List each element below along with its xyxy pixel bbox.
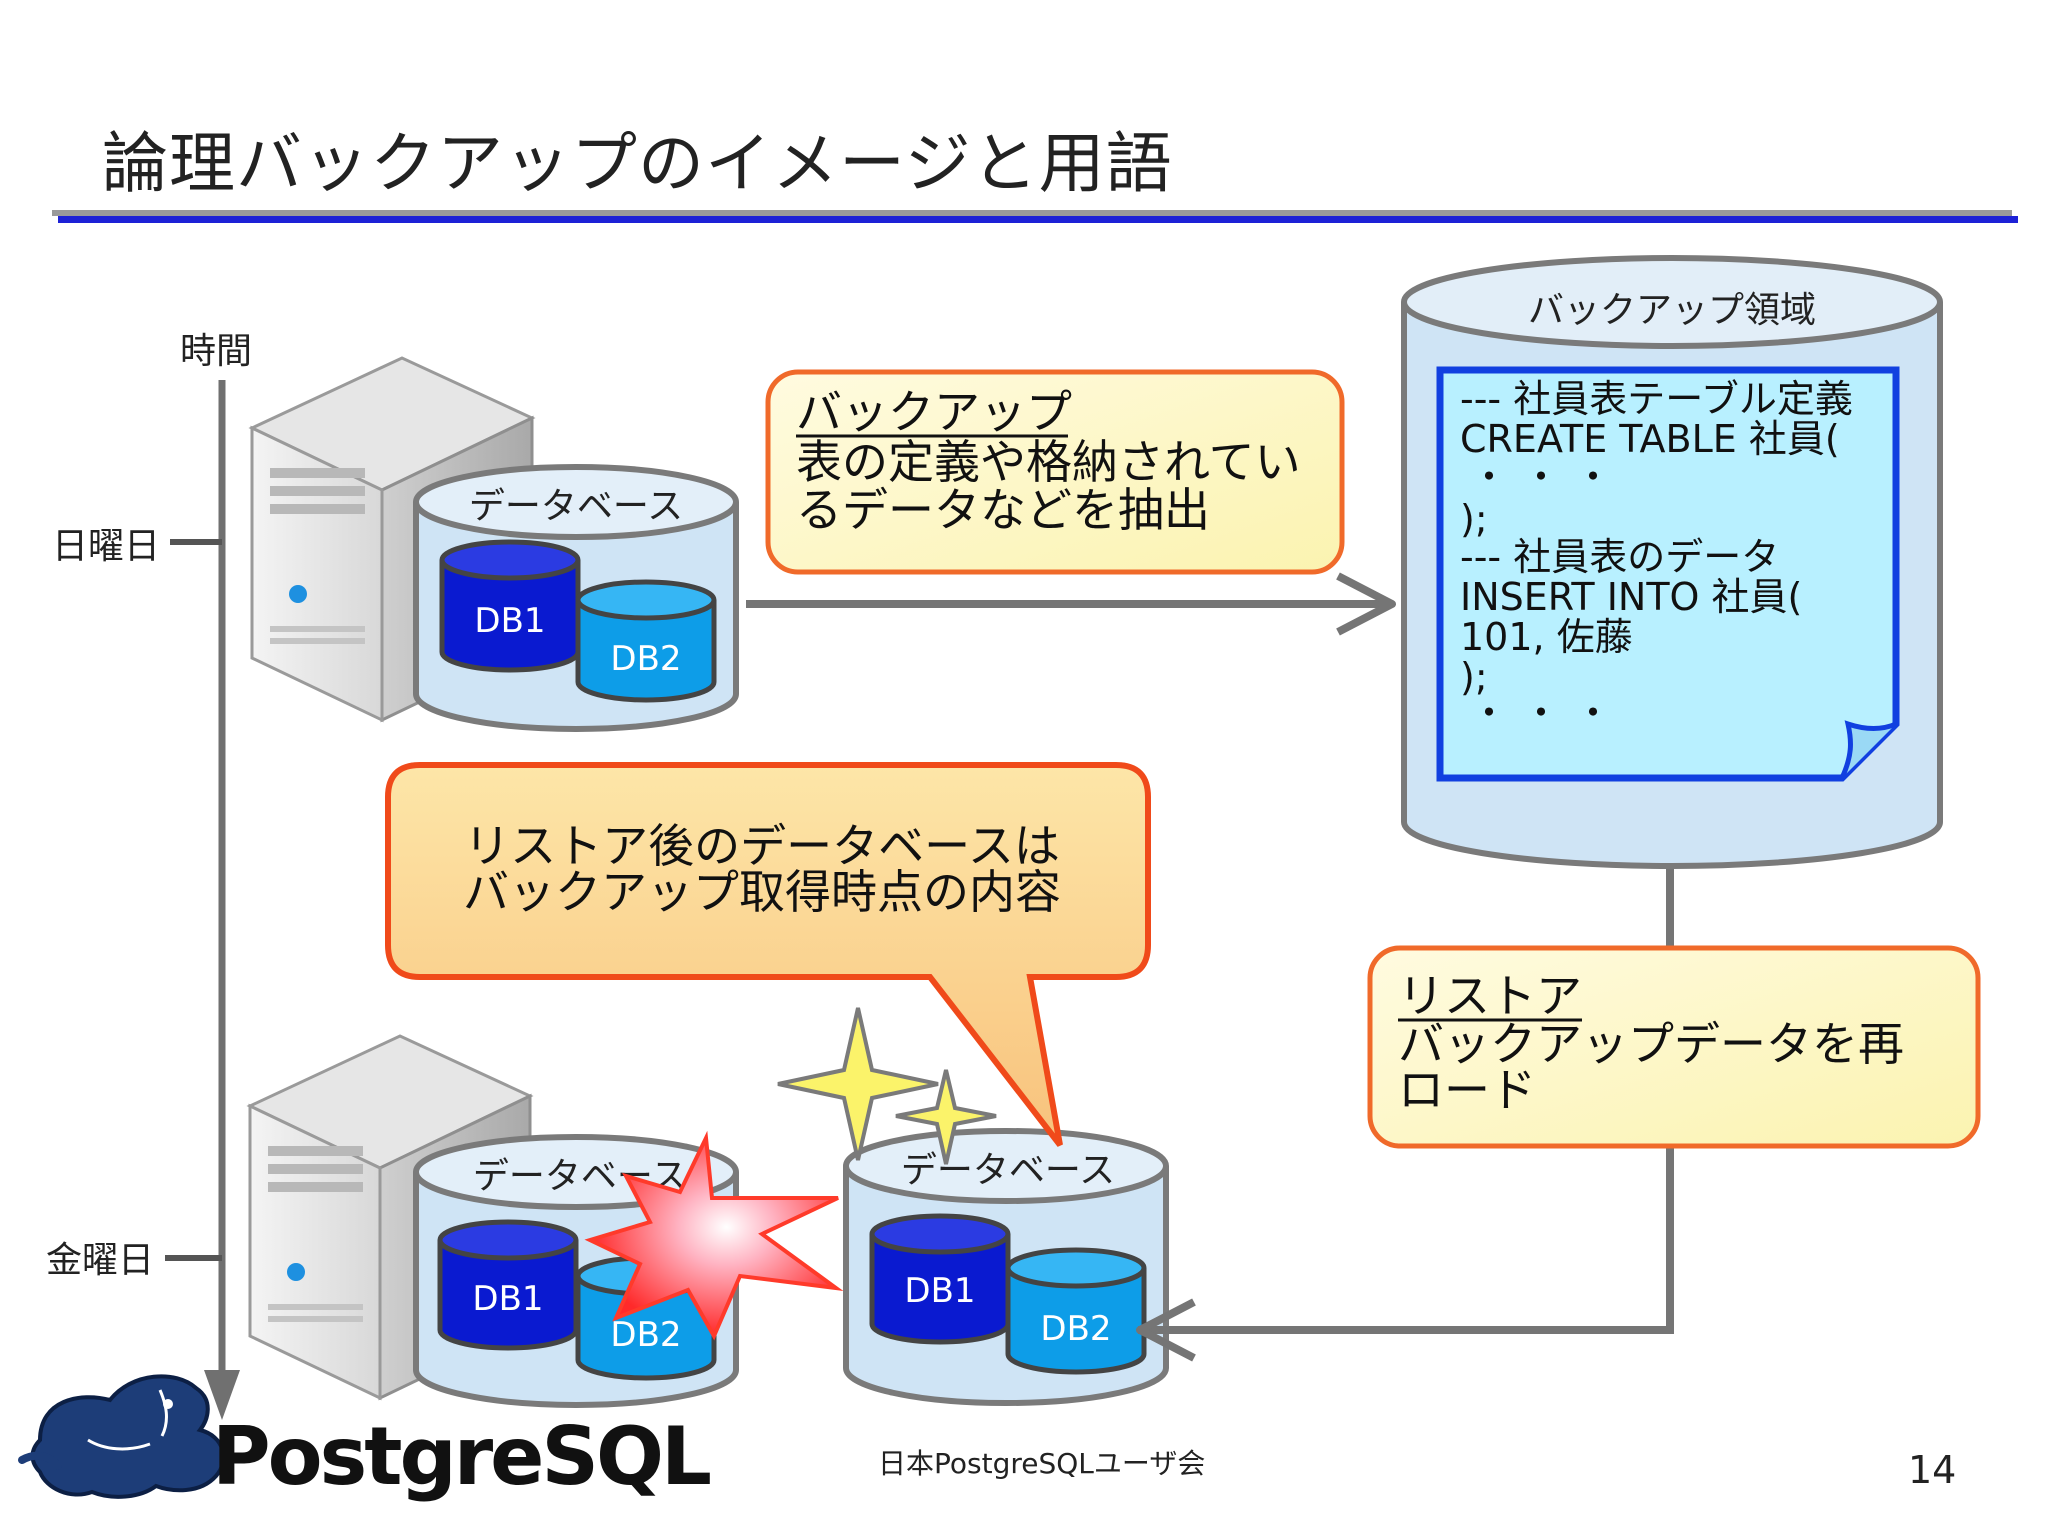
database-label: データベース [469, 486, 683, 527]
note-line: 101, 佐藤 [1460, 615, 1633, 659]
db2-cylinder [1005, 1247, 1147, 1375]
sparkle-icon [895, 1069, 997, 1165]
note-line: ); [1460, 655, 1488, 699]
backup-arrow [746, 572, 1396, 636]
db1-label: DB1 [904, 1271, 975, 1311]
speech-bubble-line2: バックアップ取得時点の内容 [463, 865, 1061, 919]
backup-callout-line1: 表の定義や格納されてい [796, 435, 1301, 489]
crash-burst-icon [584, 1130, 844, 1341]
page-title: 論理バックアップのイメージと用語 [102, 125, 1173, 202]
backup-callout-heading: バックアップ [796, 385, 1072, 439]
note-line: ・・・ [1470, 455, 1626, 499]
db2-label: DB2 [610, 639, 681, 679]
db1-cylinder [869, 1213, 1011, 1345]
backup-area-label: バックアップ領域 [1528, 290, 1816, 331]
note-line: --- 社員表テーブル定義 [1460, 377, 1853, 421]
sparkle-icon [777, 1007, 939, 1161]
note-line: --- 社員表のデータ [1460, 535, 1779, 579]
title-rule [52, 210, 2018, 223]
elephant-logo-icon [18, 1374, 226, 1499]
page-number: 14 [1908, 1448, 1957, 1492]
timeline-label: 時間 [180, 331, 252, 372]
db1-cylinder [439, 539, 581, 673]
timeline-friday: 金曜日 [46, 1240, 154, 1281]
speech-bubble-line1: リストア後のデータベースは [464, 819, 1060, 873]
note-dogear [1839, 720, 1897, 780]
db1-cylinder [437, 1219, 579, 1351]
footer-org: 日本PostgreSQLユーザ会 [878, 1447, 1206, 1480]
note-line: CREATE TABLE 社員( [1460, 417, 1840, 461]
database-label: データベース [901, 1150, 1115, 1191]
restore-callout-line1: バックアップデータを再 [1398, 1017, 1904, 1071]
db1-label: DB1 [472, 1279, 543, 1319]
note-line: ・・・ [1470, 691, 1626, 735]
note-line: ); [1460, 497, 1488, 541]
backup-callout-line2: るデータなどを抽出 [796, 483, 1210, 537]
db1-label: DB1 [474, 601, 545, 641]
restore-callout-line2: ロード [1398, 1063, 1536, 1117]
timeline [165, 380, 240, 1420]
speech-bubble [385, 762, 1151, 1147]
note-line: INSERT INTO 社員( [1460, 575, 1802, 619]
db2-cylinder [575, 579, 717, 703]
db2-label: DB2 [610, 1315, 681, 1355]
restore-callout-heading: リストア [1398, 969, 1582, 1023]
timeline-sunday: 日曜日 [52, 526, 160, 567]
db2-label: DB2 [1040, 1309, 1111, 1349]
restore-callout [1367, 945, 1981, 1149]
backup-note-text: --- 社員表テーブル定義 CREATE TABLE 社員( ・・・ ); --… [1460, 377, 1853, 735]
postgresql-logo-text: PostgreSQL [212, 1410, 712, 1503]
backup-callout [765, 369, 1345, 575]
